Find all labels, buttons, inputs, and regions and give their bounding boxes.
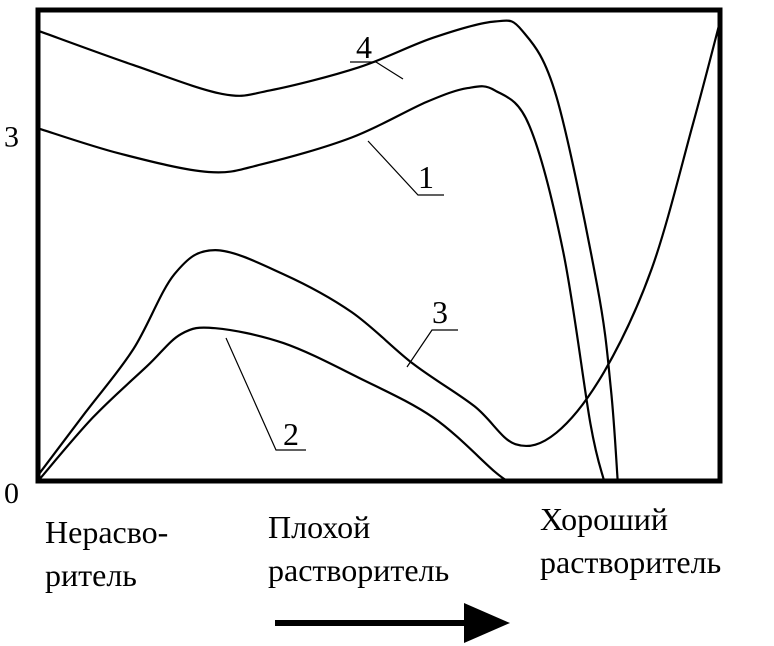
x-category-label-line: Хороший <box>540 501 668 537</box>
leader-line-3 <box>406 329 458 368</box>
leader-layer: 1 2 3 4 <box>225 29 458 452</box>
leader-line-4 <box>350 61 404 80</box>
leader-line-1 <box>367 140 444 196</box>
x-category-label: Нерасво-ритель <box>45 514 168 593</box>
series-line-4 <box>37 19 619 482</box>
series-layer <box>37 19 722 482</box>
x-category-label: Хороший растворитель <box>540 501 721 580</box>
y-tick-label: 3 <box>4 120 19 153</box>
x-category-label-line: Нерасво- <box>45 514 168 550</box>
direction-arrow <box>275 603 510 643</box>
series-label-4: 4 <box>356 29 372 65</box>
x-category-label-line: ритель <box>45 557 137 593</box>
series-line-1 <box>37 85 606 482</box>
series-label-2: 2 <box>283 416 299 452</box>
y-tick-label: 0 <box>4 477 19 510</box>
plot-frame <box>35 7 723 484</box>
series-label-1: 1 <box>418 159 434 195</box>
series-label-3: 3 <box>432 294 448 330</box>
x-category-label-line: Плохой <box>268 509 370 545</box>
x-category-label-line: растворитель <box>540 544 721 580</box>
x-category-label: Плохой растворитель <box>268 509 449 588</box>
series-line-2 <box>37 326 510 482</box>
leader-line-2 <box>225 337 306 451</box>
series-line-3 <box>37 21 722 476</box>
x-category-labels: Нерасво-ритель Плохой растворитель Хороший р… <box>45 501 721 593</box>
y-tick-labels: 03 <box>4 120 19 510</box>
x-category-label-line: растворитель <box>268 552 449 588</box>
